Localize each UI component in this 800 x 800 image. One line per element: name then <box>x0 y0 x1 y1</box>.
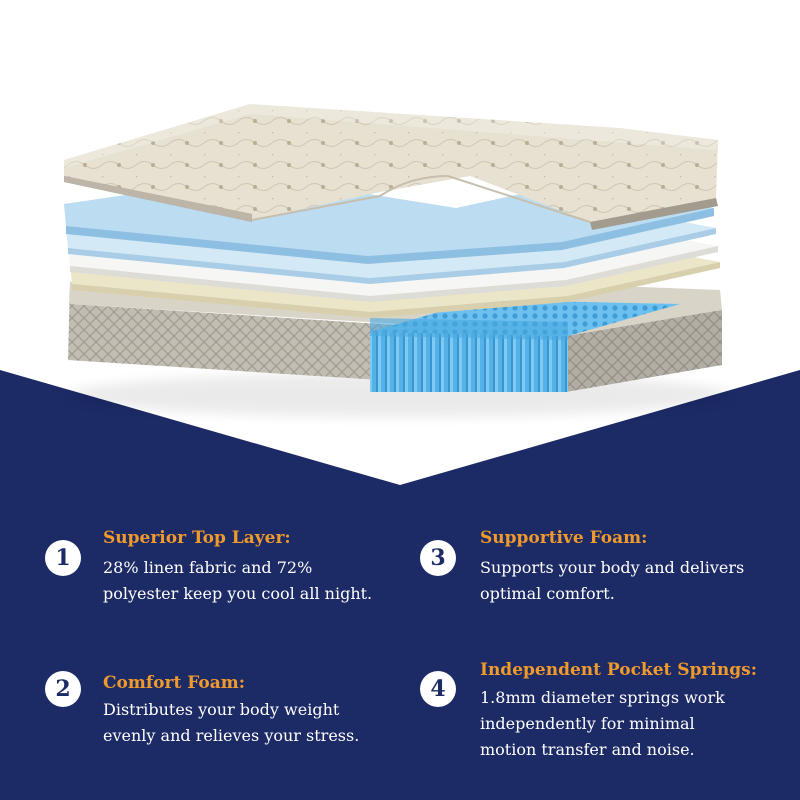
mattress-illustration <box>64 104 730 417</box>
description-line: Distributes your body weight <box>103 700 340 719</box>
feature-title-supportive-foam: Supportive Foam: <box>480 528 648 548</box>
feature-description-comfort-foam: Distributes your body weight evenly and r… <box>103 697 359 749</box>
feature-title-pocket-springs: Independent Pocket Springs: <box>480 660 757 680</box>
description-line: 1.8mm diameter springs work <box>480 688 725 707</box>
feature-description-pocket-springs: 1.8mm diameter springs work independently… <box>480 685 725 763</box>
number-badge-1: 1 <box>45 540 81 576</box>
feature-description-superior-top-layer: 28% linen fabric and 72% polyester keep y… <box>103 555 372 607</box>
feature-description-supportive-foam: Supports your body and delivers optimal c… <box>480 555 744 607</box>
number-badge-2: 2 <box>45 671 81 707</box>
description-line: motion transfer and noise. <box>480 740 695 759</box>
feature-title-superior-top-layer: Superior Top Layer: <box>103 528 291 548</box>
description-line: evenly and relieves your stress. <box>103 726 360 745</box>
feature-title-comfort-foam: Comfort Foam: <box>103 673 245 693</box>
number-badge-3: 3 <box>420 540 456 576</box>
description-line: optimal comfort. <box>480 584 615 603</box>
description-line: 28% linen fabric and 72% <box>103 558 313 577</box>
description-line: Supports your body and delivers <box>480 558 745 577</box>
number-badge-4: 4 <box>420 671 456 707</box>
description-line: polyester keep you cool all night. <box>103 584 373 603</box>
description-line: independently for minimal <box>480 714 695 733</box>
